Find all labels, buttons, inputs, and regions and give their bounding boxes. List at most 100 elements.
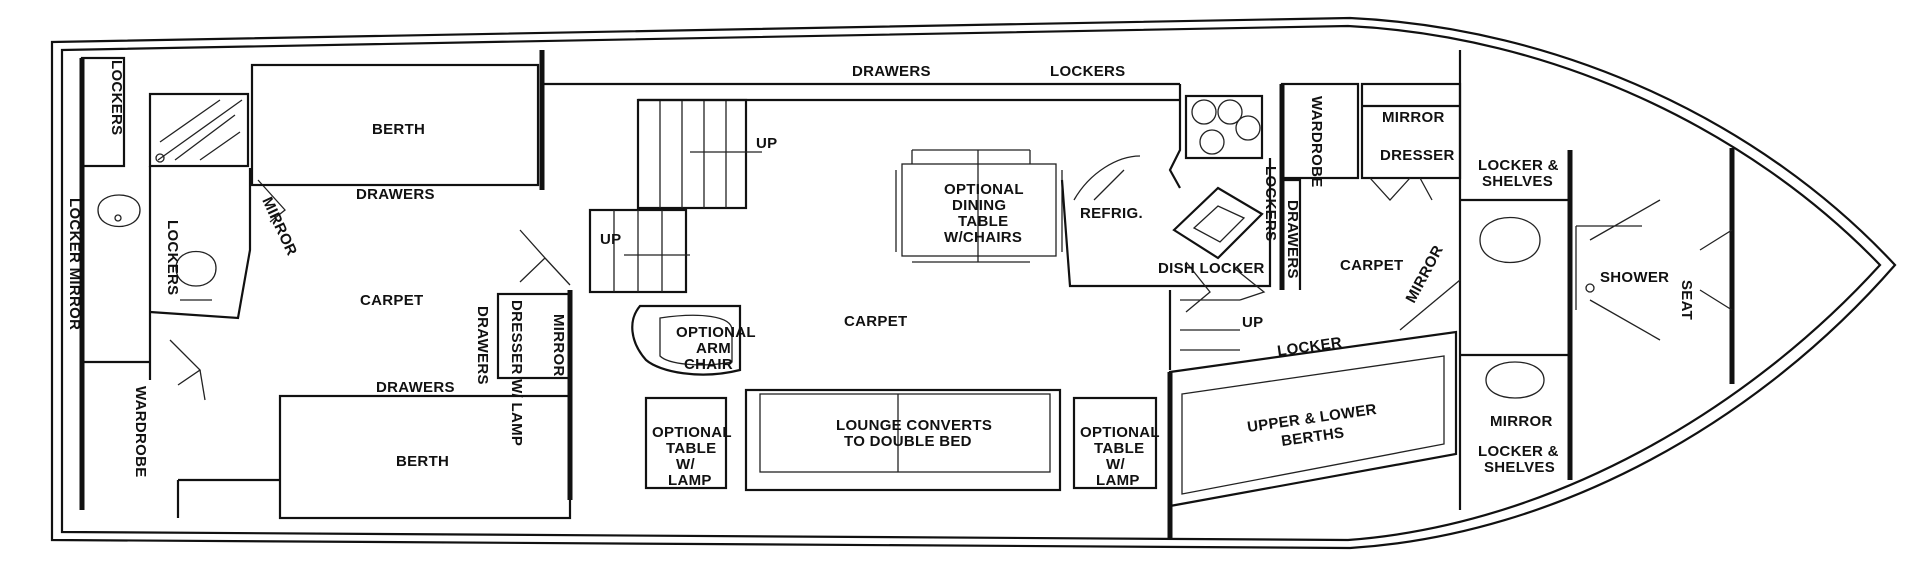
label-wardrobe-fwd: WARDROBE (1308, 96, 1325, 188)
label-opt-table-right-4: LAMP (1096, 472, 1140, 489)
stove-burner-2 (1217, 99, 1243, 125)
fwd-toilet (1479, 217, 1541, 263)
label-locker-shelves-bot-1: LOCKER & (1478, 443, 1559, 460)
label-drawers-main: DRAWERS (852, 63, 931, 80)
aft-lockers-box (80, 56, 126, 168)
aft-shower-stall (148, 92, 250, 168)
label-opt-table-left-4: LAMP (668, 472, 712, 489)
aft-toilet (175, 250, 217, 301)
label-lockers-head: LOCKERS (164, 220, 181, 295)
label-opt-table-left-1: OPTIONAL (652, 424, 732, 441)
label-drawers-bottom: DRAWERS (376, 379, 455, 396)
label-berth-top: BERTH (372, 121, 425, 138)
label-locker-fwd: LOCKER (1276, 334, 1343, 360)
label-locker-shelves-top-1: LOCKER & (1478, 157, 1559, 174)
label-opt-table-right-3: W/ (1106, 456, 1125, 473)
aft-shower-lines (157, 99, 243, 161)
label-lockers-aft: LOCKERS (108, 60, 125, 135)
aft-sink (97, 194, 141, 228)
label-locker-shelves-top-2: SHELVES (1482, 173, 1553, 190)
galley-fridge-door (1073, 155, 1141, 201)
label-lounge-2: TO DOUBLE BED (844, 433, 972, 450)
galley-sink (1172, 186, 1264, 260)
hull-outline-inner (60, 24, 1882, 542)
galley-counter (1060, 84, 1272, 288)
label-armchair-3: CHAIR (684, 356, 733, 373)
galley-stove (1184, 94, 1264, 160)
label-up-stair-1: UP (756, 135, 777, 152)
label-locker-mirror-aft: LOCKER MIRROR (66, 198, 83, 330)
fwd-sink (1485, 361, 1545, 399)
stair-lower-treads (613, 210, 690, 292)
label-lounge-1: LOUNGE CONVERTS (836, 417, 992, 434)
dining-chairs (895, 149, 1063, 263)
label-dining-4: W/CHAIRS (944, 229, 1022, 246)
label-lockers-main: LOCKERS (1050, 63, 1125, 80)
label-shower: SHOWER (1600, 269, 1669, 286)
label-up-galley: UP (1242, 314, 1263, 331)
label-lockers-galley: LOCKERS (1262, 166, 1279, 241)
fwd-shower-drain (1585, 283, 1595, 293)
label-carpet-main: CARPET (844, 313, 907, 330)
stove-burner-4 (1199, 129, 1225, 155)
galley-stair (1180, 299, 1240, 351)
aft-door-swing-3 (519, 229, 571, 286)
label-opt-table-left-3: W/ (676, 456, 695, 473)
label-berth-bottom: BERTH (396, 453, 449, 470)
opt-table-right (1072, 396, 1158, 490)
fwd-drawers-box (1282, 178, 1302, 290)
stove-burner-1 (1191, 99, 1217, 125)
label-mirror-fwd: MIRROR (1382, 109, 1445, 126)
galley-sink-inner (1192, 205, 1246, 243)
hull-outline-outer (50, 16, 1897, 550)
label-armchair-1: OPTIONAL (676, 324, 756, 341)
label-dining-3: TABLE (958, 213, 1008, 230)
stove-burner-3 (1235, 115, 1261, 141)
label-carpet-aft: CARPET (360, 292, 423, 309)
label-dresser-lamp: DRESSER W/ LAMP (508, 300, 525, 446)
stair-upper-treads (659, 100, 762, 208)
label-armchair-2: ARM (696, 340, 731, 357)
fwd-shower-lines (1575, 199, 1661, 341)
lounge (744, 388, 1062, 492)
label-dresser-fwd: DRESSER (1380, 147, 1455, 164)
label-mirror-aft: MIRROR (258, 195, 300, 259)
label-seat: SEAT (1678, 280, 1695, 320)
fwd-mirror-line (1399, 279, 1461, 331)
label-drawers-side: DRAWERS (474, 306, 491, 385)
aft-head-bulkhead (149, 168, 252, 320)
fwd-door-swing-2 (1233, 267, 1266, 301)
label-dining-2: DINING (952, 197, 1006, 214)
label-drawers-fwd: DRAWERS (1284, 200, 1301, 279)
aft-berth-top (250, 63, 540, 187)
fwd-wardrobe (1280, 82, 1360, 180)
label-wardrobe-aft: WARDROBE (132, 386, 149, 478)
label-mirror-dresser: MIRROR (550, 314, 567, 377)
lounge-inner (759, 393, 1051, 473)
label-opt-table-left-2: TABLE (666, 440, 716, 457)
label-opt-table-right-2: TABLE (1094, 440, 1144, 457)
opt-table-left (644, 396, 728, 490)
label-opt-table-right-1: OPTIONAL (1080, 424, 1160, 441)
arm-chair-inner (659, 314, 733, 366)
label-mirror-head-fwd: MIRROR (1490, 413, 1553, 430)
bunk-berths-inner (1181, 355, 1445, 495)
label-dish-locker: DISH LOCKER (1158, 260, 1265, 277)
aft-sink-drain (114, 214, 122, 222)
fwd-door-swing (1369, 177, 1433, 201)
dining-table (901, 163, 1057, 257)
galley-door (1185, 261, 1211, 313)
label-locker-shelves-bot-2: SHELVES (1484, 459, 1555, 476)
arm-chair (631, 304, 742, 376)
aft-door-swing-1 (169, 339, 206, 401)
shower-drain (155, 153, 165, 163)
label-refrig: REFRIG. (1080, 205, 1143, 222)
aft-door-swing-2 (257, 179, 286, 223)
bow-seat-lines (1699, 229, 1733, 311)
label-drawers-top: DRAWERS (356, 186, 435, 203)
label-dining-1: OPTIONAL (944, 181, 1024, 198)
label-up-stair-2: UP (600, 231, 621, 248)
stair-upper (636, 98, 748, 210)
label-carpet-fwd: CARPET (1340, 257, 1403, 274)
